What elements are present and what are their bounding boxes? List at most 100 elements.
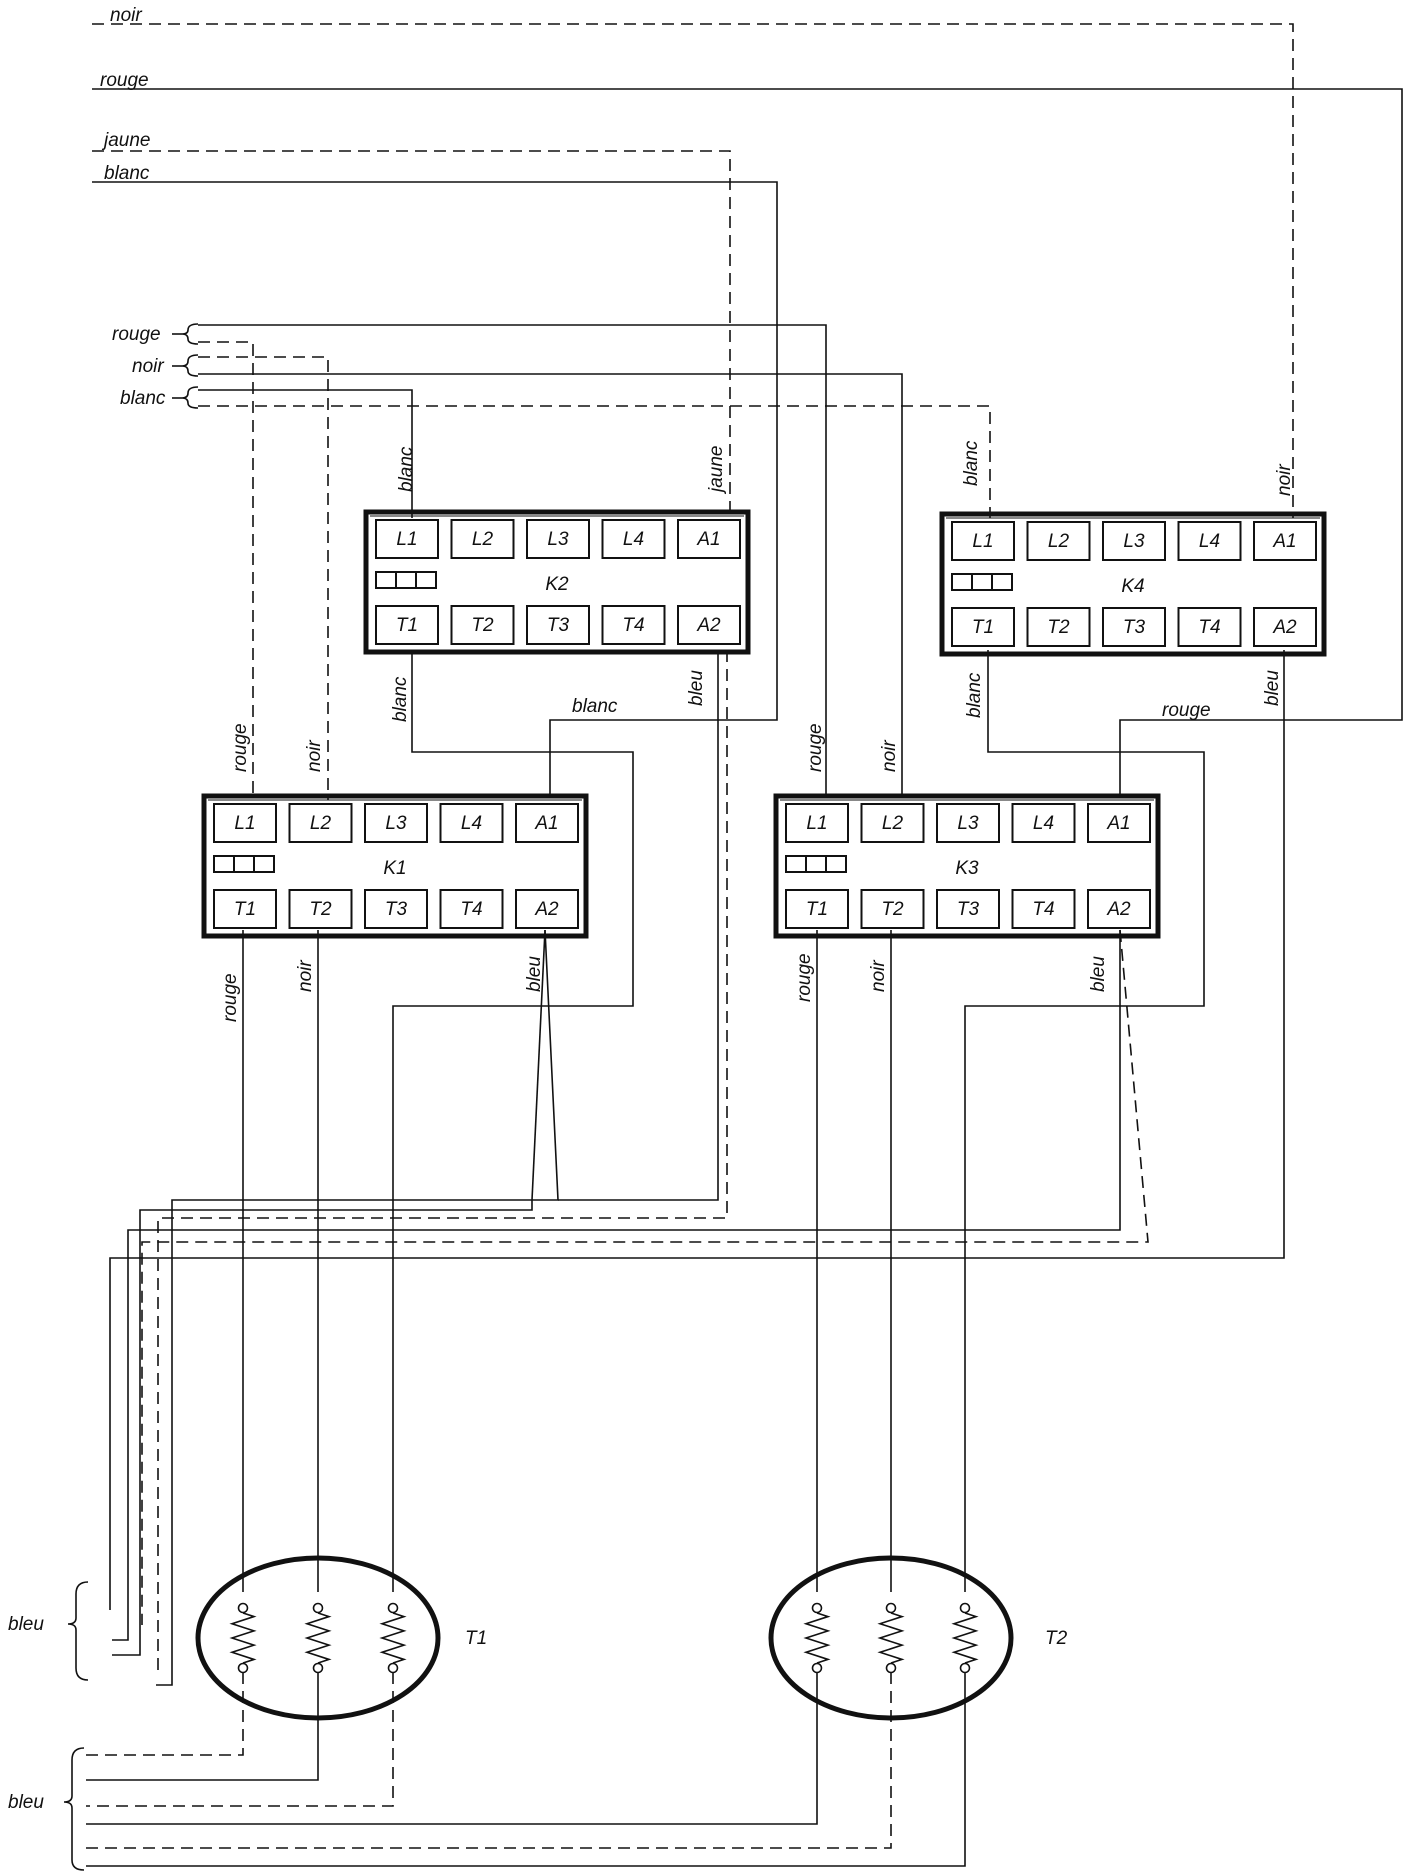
svg-text:noir: noir xyxy=(1274,464,1295,496)
terminal-label: L3 xyxy=(547,529,569,550)
bundle-bleu-upper: bleu xyxy=(8,1581,89,1681)
terminal-label: T4 xyxy=(1198,617,1220,638)
terminal-label: L4 xyxy=(1033,813,1054,834)
transformer-t2-coils xyxy=(803,1602,979,1674)
terminal-l2 xyxy=(288,803,353,843)
bottom-wires: bleu xyxy=(8,1672,966,1871)
terminal-label: L1 xyxy=(806,813,827,834)
terminal-a2 xyxy=(515,889,579,929)
terminal-t1 xyxy=(951,607,1015,647)
wire-label-blanc-top: blanc xyxy=(104,163,150,184)
aux-contact-block xyxy=(951,573,1013,591)
terminal-l2 xyxy=(860,803,925,843)
svg-text:bleu: bleu xyxy=(1262,670,1283,706)
terminal-l4 xyxy=(1177,521,1242,561)
terminal-l2 xyxy=(1026,521,1091,561)
terminal-label: L3 xyxy=(385,813,407,834)
terminal-label: T3 xyxy=(385,899,408,920)
wire-k2-t1-to-t1c xyxy=(392,650,634,1592)
terminal-label: T1 xyxy=(806,899,828,920)
wire-k2-a2-return xyxy=(558,650,719,1201)
contactor-k3-name: K3 xyxy=(955,858,979,879)
wire-rouge-top xyxy=(92,88,1403,795)
coil-terminal xyxy=(885,1662,897,1674)
terminal-label: T1 xyxy=(972,617,994,638)
terminal-label: T2 xyxy=(1047,617,1070,638)
terminal-a1 xyxy=(1087,803,1151,843)
svg-text:bleu: bleu xyxy=(1088,956,1109,992)
wire-k3-a2-dashed xyxy=(141,929,1149,1625)
terminal-label: L2 xyxy=(472,529,494,550)
wire-label-rouge-top: rouge xyxy=(100,70,149,91)
wire-rouge-k3-l1 xyxy=(198,324,827,796)
terminal-label: A1 xyxy=(1272,531,1296,552)
svg-text:noir: noir xyxy=(304,740,325,772)
terminal-label: T2 xyxy=(471,615,494,636)
coil-terminal xyxy=(312,1662,324,1674)
bundle-bleu-lower-label: bleu xyxy=(8,1792,44,1813)
svg-text:rouge: rouge xyxy=(794,953,815,1002)
svg-text:rouge: rouge xyxy=(1162,700,1211,721)
bracket-label-noir: noir xyxy=(132,356,164,377)
contactor-k4-body xyxy=(939,511,1327,657)
wire-k1-a2-return-b xyxy=(112,1200,533,1656)
aux-contact-block xyxy=(785,855,847,873)
coil-terminal xyxy=(387,1602,399,1614)
coil-terminal xyxy=(885,1602,897,1614)
terminal-label: L1 xyxy=(972,531,993,552)
winding-resistor-icon xyxy=(803,1612,831,1664)
contactor-k1-body xyxy=(201,793,589,939)
wire-t1-bottom-3 xyxy=(86,1672,394,1807)
bundle-bleu-lower xyxy=(63,1747,85,1871)
contactor-k3-body xyxy=(773,793,1161,939)
bracket-blanc xyxy=(181,386,199,409)
terminal-label: T4 xyxy=(460,899,482,920)
terminal-label: L2 xyxy=(1048,531,1070,552)
terminal-t1 xyxy=(213,889,277,929)
terminal-l3 xyxy=(364,803,428,843)
svg-text:blanc: blanc xyxy=(964,672,985,718)
terminal-l1 xyxy=(785,803,849,843)
terminal-a2 xyxy=(1087,889,1151,929)
terminal-label: A2 xyxy=(1106,899,1131,920)
bracket-wires: rouge noir blanc xyxy=(112,323,991,800)
winding-resistor-icon xyxy=(379,1612,407,1664)
terminal-label: L1 xyxy=(234,813,255,834)
svg-text:blanc: blanc xyxy=(572,696,618,717)
coil-terminal xyxy=(811,1602,823,1614)
terminal-label: A2 xyxy=(1272,617,1297,638)
svg-text:blanc: blanc xyxy=(396,446,417,492)
terminal-label: T1 xyxy=(396,615,418,636)
wire-jaune-top xyxy=(92,150,731,518)
svg-text:blanc: blanc xyxy=(390,676,411,722)
terminal-l3 xyxy=(936,803,1000,843)
terminal-label: L3 xyxy=(1123,531,1145,552)
terminal-label: A1 xyxy=(1106,813,1130,834)
terminal-label: L2 xyxy=(882,813,904,834)
svg-text:bleu: bleu xyxy=(686,670,707,706)
terminal-label: T1 xyxy=(234,899,256,920)
terminal-label: T2 xyxy=(881,899,904,920)
terminal-l1 xyxy=(375,519,439,559)
terminal-a2 xyxy=(1253,607,1317,647)
terminal-t4 xyxy=(601,605,666,645)
coil-terminal xyxy=(237,1602,249,1614)
wire-t2-bottom-2 xyxy=(86,1672,892,1849)
wire-k1-a2-return-a xyxy=(156,929,559,1686)
terminal-a1 xyxy=(1253,521,1317,561)
wire-label-noir-top: noir xyxy=(110,5,142,26)
terminal-t4 xyxy=(439,889,504,929)
terminal-t2 xyxy=(288,889,353,929)
terminal-l3 xyxy=(1102,521,1166,561)
terminal-label: L4 xyxy=(1199,531,1220,552)
aux-contact-block xyxy=(375,571,437,589)
aux-contact-block xyxy=(213,855,275,873)
terminal-l4 xyxy=(601,519,666,559)
top-wires: noir rouge jaune blanc xyxy=(92,5,1403,796)
svg-text:rouge: rouge xyxy=(805,723,826,772)
